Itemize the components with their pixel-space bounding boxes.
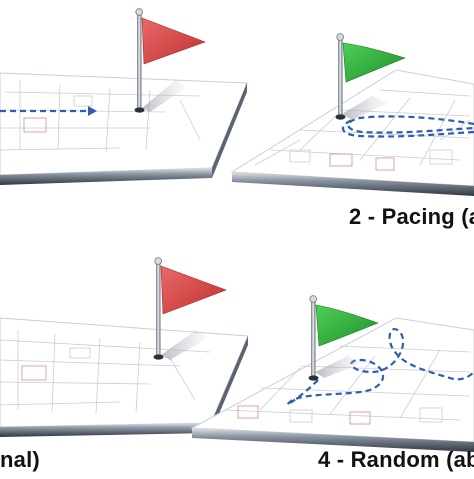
panel-top-right	[230, 33, 474, 196]
panel-bottom-left	[0, 257, 249, 437]
floorplan-sketch	[224, 345, 471, 425]
panel-top-left	[0, 8, 248, 185]
floor-board	[0, 72, 248, 185]
red-flag	[153, 257, 227, 360]
floorplan-sketch	[0, 330, 211, 415]
path-arrowhead	[88, 106, 97, 116]
panel-bottom-right	[190, 295, 474, 452]
path-pacing	[342, 115, 474, 138]
floorplan-sketch	[254, 89, 471, 171]
caption-pacing: 2 - Pacing (ab	[349, 204, 474, 229]
red-flag	[134, 8, 206, 113]
green-flag	[308, 295, 379, 381]
caption-normal-partial: nal)	[0, 447, 40, 472]
floorplan-sketch	[0, 80, 201, 153]
green-flag	[335, 33, 406, 120]
caption-random: 4 - Random (ab	[318, 447, 474, 472]
path-random	[286, 328, 474, 406]
floor-board	[230, 69, 474, 196]
